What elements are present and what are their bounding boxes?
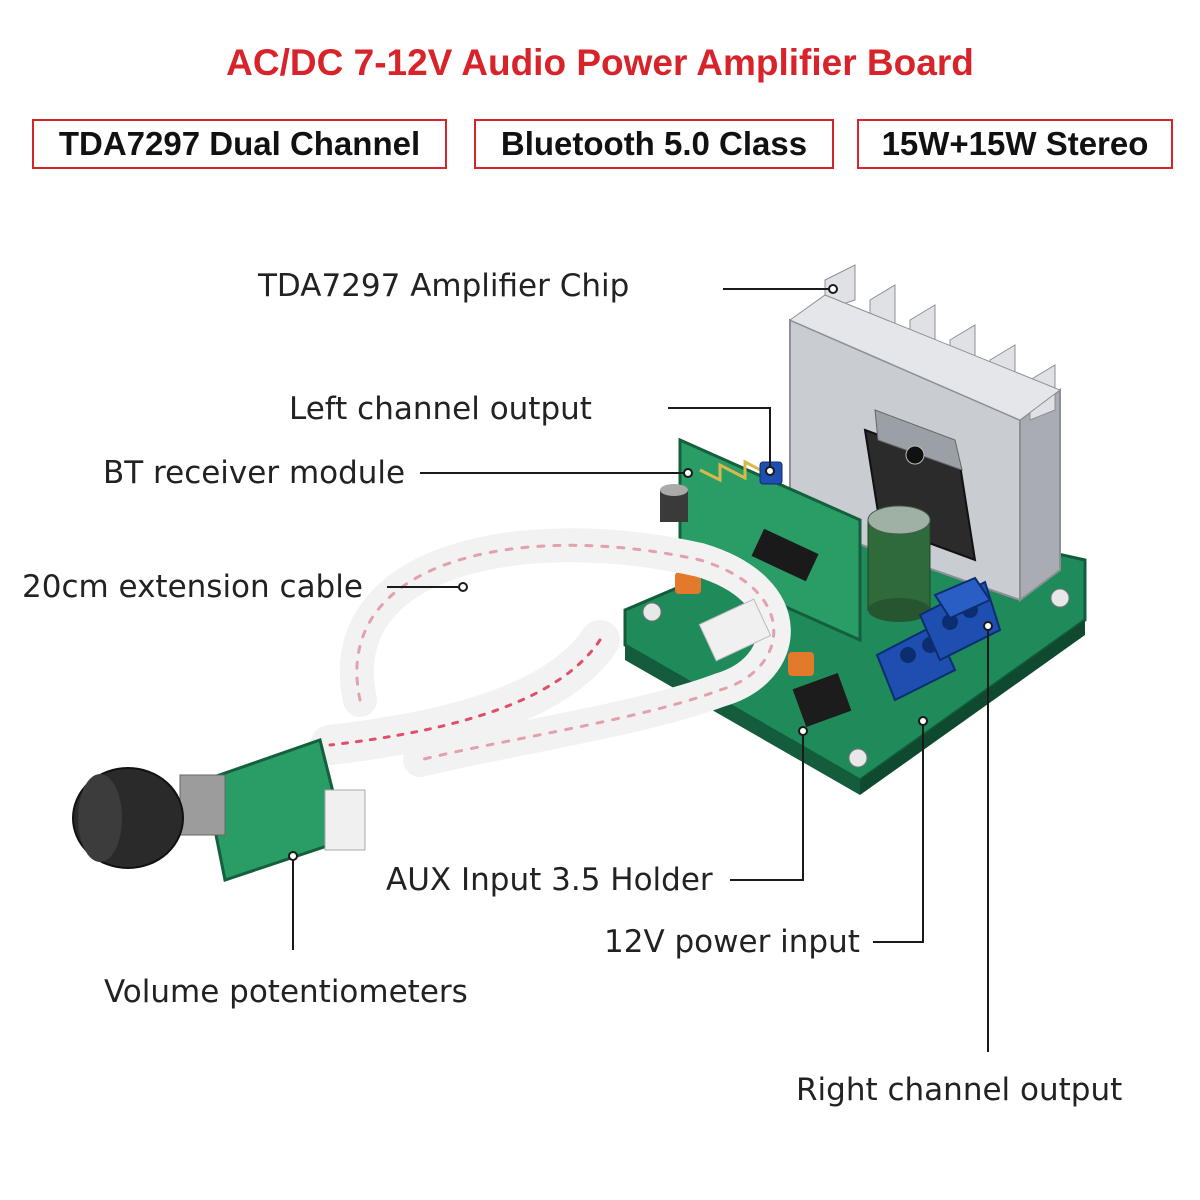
badge-power: 15W+15W Stereo: [857, 119, 1173, 169]
callout-bt-module: BT receiver module: [103, 455, 406, 491]
ribbon-cable: [310, 528, 791, 777]
page-title: AC/DC 7-12V Audio Power Amplifier Board: [226, 42, 974, 83]
orange-cap-2: [788, 652, 814, 676]
capacitor: [867, 505, 931, 622]
callout-extension-cable: 20cm extension cable: [22, 569, 363, 605]
orange-cap-1: [675, 572, 701, 594]
callout-right-output: Right channel output: [796, 1072, 1123, 1108]
badge-bluetooth: Bluetooth 5.0 Class: [474, 119, 834, 169]
callout-volume-pot: Volume potentiometers: [104, 974, 468, 1010]
callout-left-output: Left channel output: [289, 391, 592, 427]
small-capacitor: [660, 484, 688, 522]
volume-pot-board: [72, 738, 366, 882]
callout-power-input: 12V power input: [604, 924, 860, 960]
callout-amp-chip: TDA7297 Amplifier Chip: [258, 268, 630, 304]
aux-jack: [792, 672, 852, 728]
cable-connector: [698, 598, 772, 662]
badge-chip: TDA7297 Dual Channel: [32, 119, 447, 169]
terminal-blocks: [875, 576, 1002, 702]
callout-aux-input: AUX Input 3.5 Holder: [386, 862, 713, 898]
